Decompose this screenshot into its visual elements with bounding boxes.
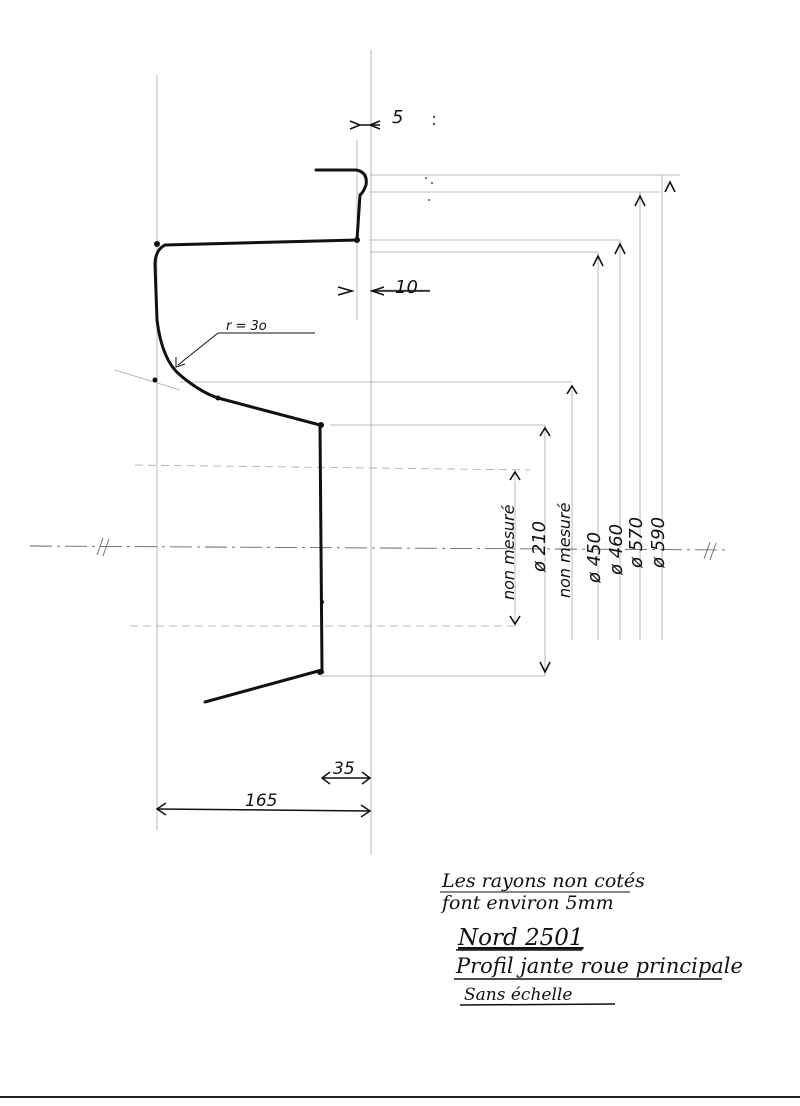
dim-hub-offset [320,771,372,785]
vertex-dots [152,237,360,675]
diameter-460-label: ø 460 [606,524,627,576]
dim-hub-offset-label: 35 [333,759,355,779]
diameter-590-label: ø 590 [648,517,669,569]
scale-underline [459,1003,616,1006]
non-mesure-left-label: non mesuré [499,504,518,600]
dim-lip-width [349,120,381,130]
dim-lip-width-label: 5 [392,107,403,128]
title-subject: Profil jante roue principale [455,954,743,978]
title-designation: Nord 2501 [457,925,584,951]
non-mesure-right-label: non mesuré [555,502,574,598]
diameter-210-label: ø 210 [529,521,550,573]
stray-marks [425,115,436,201]
title-scale: Sans échelle [464,985,572,1005]
dim-flange-thickness [337,286,430,296]
construction-lines [114,50,680,855]
dim-total-width [155,802,372,818]
note-line-2: font environ 5mm [440,892,614,914]
diameter-450-label: ø 450 [584,532,605,584]
radius-label: r = 3o [226,319,267,334]
dim-flange-thickness-label: 10 [395,277,418,298]
rim-profile [153,168,368,704]
diameter-arrowheads [509,180,676,674]
diameter-570-label: ø 570 [626,517,647,569]
radius-leader [175,332,315,368]
center-axis [29,537,731,561]
diameter-labels: non mesuré ø 210 non mesuré ø 450 ø 460 … [499,502,669,600]
note-line-1: Les rayons non cotés [441,870,645,892]
dim-total-width-label: 165 [245,791,277,811]
